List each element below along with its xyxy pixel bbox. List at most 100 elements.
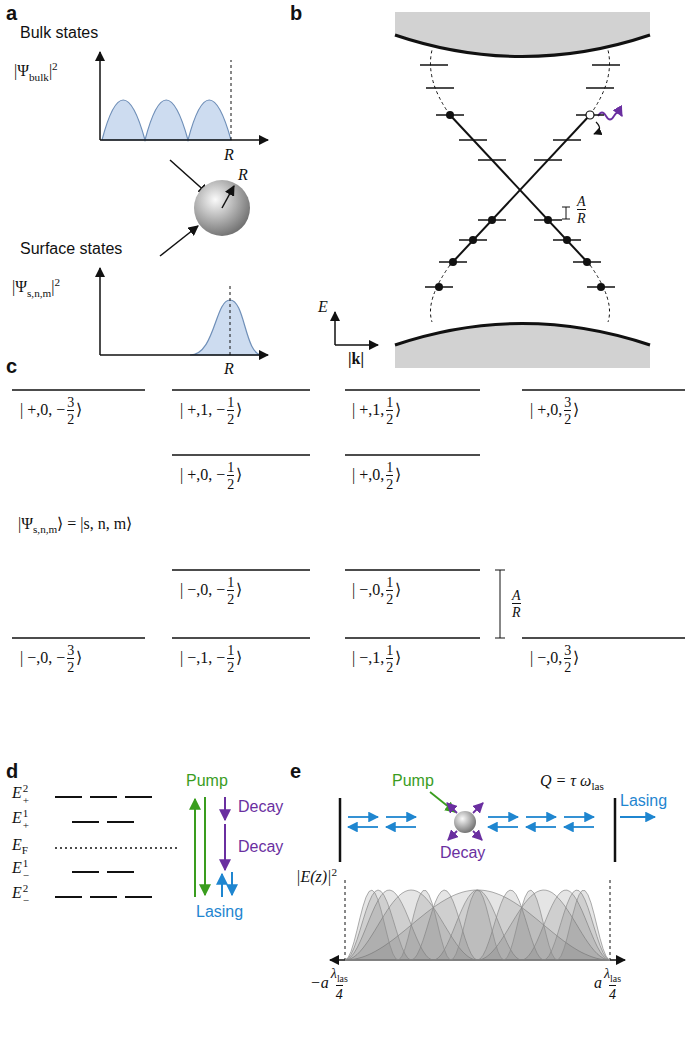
text-label: | +,0,12⟩ <box>352 460 401 493</box>
label-text: Q = τ ω <box>540 772 591 789</box>
label-text: Decay <box>440 844 485 861</box>
label-text: ⟩ <box>236 466 242 483</box>
label-text: 3 <box>564 395 571 410</box>
label-text: −a <box>310 974 329 991</box>
label-text: − <box>23 870 29 882</box>
label-text: 2 <box>386 410 393 427</box>
label-text: |Ψ <box>12 278 27 295</box>
label-text: 1 <box>23 808 29 820</box>
label-text: e <box>290 760 301 782</box>
fraction: 12 <box>227 643 234 676</box>
label-text: + <box>23 820 29 832</box>
numerator: λlas <box>604 966 621 985</box>
label-text: a <box>6 2 17 24</box>
text-label: E <box>318 298 328 316</box>
label-text: c <box>6 355 17 377</box>
text-label: |E(z)|2 <box>296 866 337 887</box>
label-text: b <box>290 2 302 24</box>
label-text: 2 <box>227 410 234 427</box>
label-text: R <box>224 360 234 377</box>
label-text: 3 <box>564 643 571 658</box>
label-text: 2 <box>227 658 234 675</box>
level-bar <box>586 87 614 89</box>
state-dot <box>544 216 552 224</box>
index-stack: 1+ <box>23 808 29 831</box>
state-dot <box>469 236 477 244</box>
state-dot <box>583 258 591 266</box>
surface-plot <box>100 268 268 355</box>
label-text: 2 <box>386 475 393 492</box>
text-label: |Ψs,n,m|2 <box>12 276 60 299</box>
fraction: AR <box>512 588 521 621</box>
dirac-cone <box>335 12 650 368</box>
label-text: 2 <box>564 658 571 675</box>
text-label: | +,1, −12⟩ <box>180 395 242 428</box>
text-label: aλlas4 <box>594 966 623 1002</box>
label-text: las <box>337 973 348 984</box>
label-text: ⟩ <box>395 581 401 598</box>
label-text: + <box>23 795 29 807</box>
label-text: a <box>594 974 602 991</box>
text-label: E1+ <box>12 808 29 831</box>
fraction: 12 <box>386 460 393 493</box>
label-text: 1 <box>227 575 234 590</box>
hole-dot <box>586 111 594 119</box>
text-label: |Ψbulk|2 <box>14 60 58 83</box>
fraction: AR <box>577 194 586 227</box>
label-text: | <box>51 278 54 295</box>
label-text: ⟩ <box>395 466 401 483</box>
mode-curve <box>345 890 610 960</box>
text-label: | −,1,12⟩ <box>352 643 401 676</box>
label-text: E <box>12 836 22 853</box>
label-text: 2 <box>23 783 29 795</box>
text-label: e <box>290 760 301 783</box>
mode-curve <box>345 890 610 960</box>
index-stack: 2− <box>23 883 29 906</box>
label-text: 1 <box>227 395 234 410</box>
numerator: λlas <box>331 966 348 985</box>
fraction: 12 <box>386 643 393 676</box>
text-label: d <box>6 760 18 783</box>
label-text: | +,0, − <box>20 401 65 418</box>
fraction: 32 <box>67 395 74 428</box>
level-bar <box>553 139 581 141</box>
text-label: | +,0, −12⟩ <box>180 460 242 493</box>
level-bar <box>420 64 448 66</box>
label-text: | +,0, <box>530 401 562 418</box>
text-label: | −,1, −12⟩ <box>180 643 242 676</box>
label-text: 3 <box>67 395 74 410</box>
state-dot <box>435 283 443 291</box>
text-label: Lasing <box>196 903 243 921</box>
label-text: E <box>12 784 22 801</box>
text-label: Pump <box>186 772 228 790</box>
label-text: ⟩ <box>573 401 579 418</box>
index-stack: 1− <box>23 858 29 881</box>
label-text: | +,1, − <box>180 401 225 418</box>
label-text: | −,0, <box>530 649 562 666</box>
label-text: | −,0, <box>352 581 384 598</box>
label-text: ⟩ = |s, n, m⟩ <box>57 515 132 532</box>
fraction: λlas4 <box>604 966 621 1002</box>
label-text: 2 <box>54 276 60 288</box>
label-text: bulk <box>29 71 49 83</box>
label-text: ⟩ <box>236 401 242 418</box>
label-text: Lasing <box>620 792 667 809</box>
label-text: Lasing <box>196 903 243 920</box>
level-bar <box>459 139 487 141</box>
text-label: Pump <box>392 772 434 790</box>
label-text: las <box>591 780 603 792</box>
text-label: | +,1,12⟩ <box>352 395 401 428</box>
state-dot <box>446 111 454 119</box>
label-text: | <box>49 62 52 79</box>
label-text: ⟩ <box>76 649 82 666</box>
label-text: 4 <box>336 985 343 1002</box>
label-text: | +,1, <box>352 401 384 418</box>
label-text: A <box>512 588 521 603</box>
text-label: −aλlas4 <box>310 966 350 1002</box>
label-text: A <box>577 194 586 209</box>
label-text: 2 <box>386 590 393 607</box>
label-text: 2 <box>67 410 74 427</box>
label-text: R <box>238 166 248 183</box>
label-text: 2 <box>386 658 393 675</box>
text-label: | −,0, −32⟩ <box>20 643 82 676</box>
